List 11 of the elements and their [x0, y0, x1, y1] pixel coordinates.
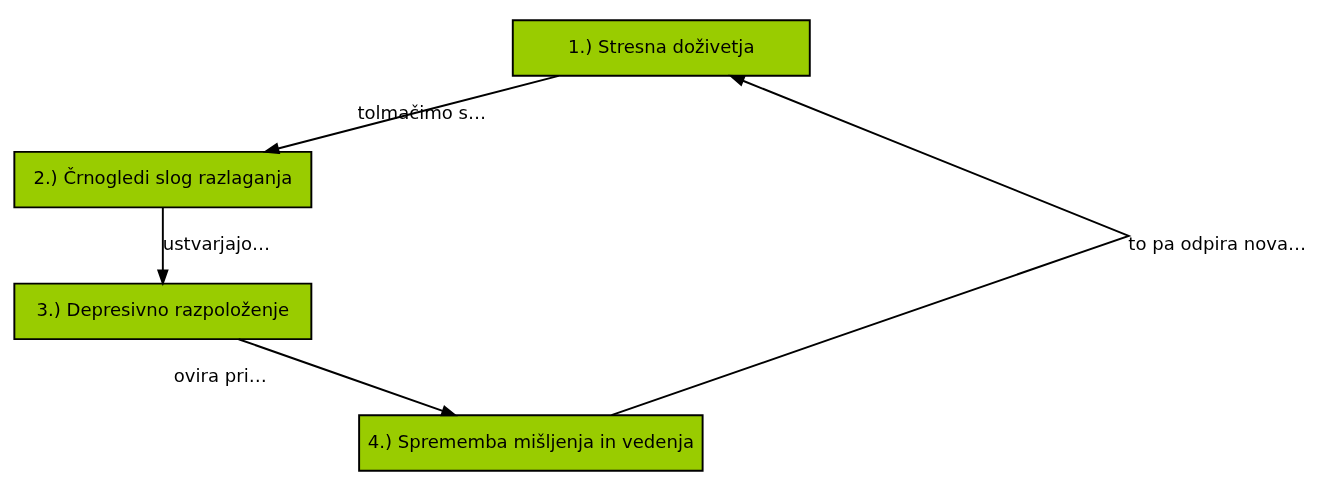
arrow: [237, 338, 458, 417]
node-box: 4.) Sprememba mišljenja in vedenja: [358, 414, 704, 472]
node-box: 3.) Depresivno razpoloženje: [13, 282, 313, 341]
arrow: [156, 206, 169, 287]
edge-label: ovira pri…: [173, 364, 267, 386]
node-box: 2.) Črnogledi slog razlaganja: [13, 150, 313, 209]
edge-label: to pa odpira nova…: [1128, 233, 1307, 255]
node-box: 1.) Stresna doživetja: [511, 19, 811, 77]
arrow: [610, 74, 1130, 417]
arrow: [262, 74, 560, 154]
edge-label: ustvarjajo…: [162, 233, 271, 255]
